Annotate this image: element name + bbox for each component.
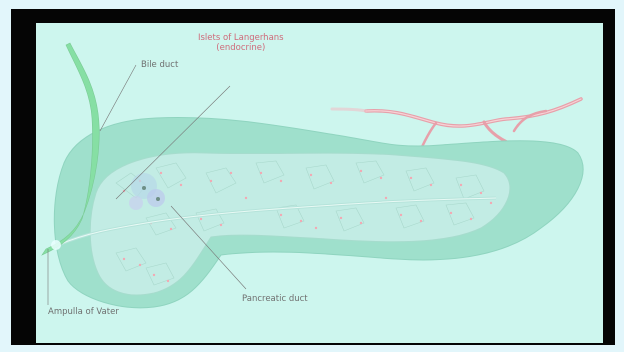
label-islets-line2: (endocrine) [198,43,284,53]
diagram-canvas: Bile duct Islets of Langerhans (endocrin… [36,23,603,343]
lobule-region [90,153,510,295]
ampulla [51,240,61,250]
label-bile-duct: Bile duct [141,60,178,70]
label-pancreatic-duct: Pancreatic duct [242,294,308,304]
pancreas-diagram [36,23,603,343]
label-ampulla-of-vater: Ampulla of Vater [48,307,119,317]
label-islets-line1: Islets of Langerhans [198,33,284,43]
label-islets: Islets of Langerhans (endocrine) [198,33,284,53]
